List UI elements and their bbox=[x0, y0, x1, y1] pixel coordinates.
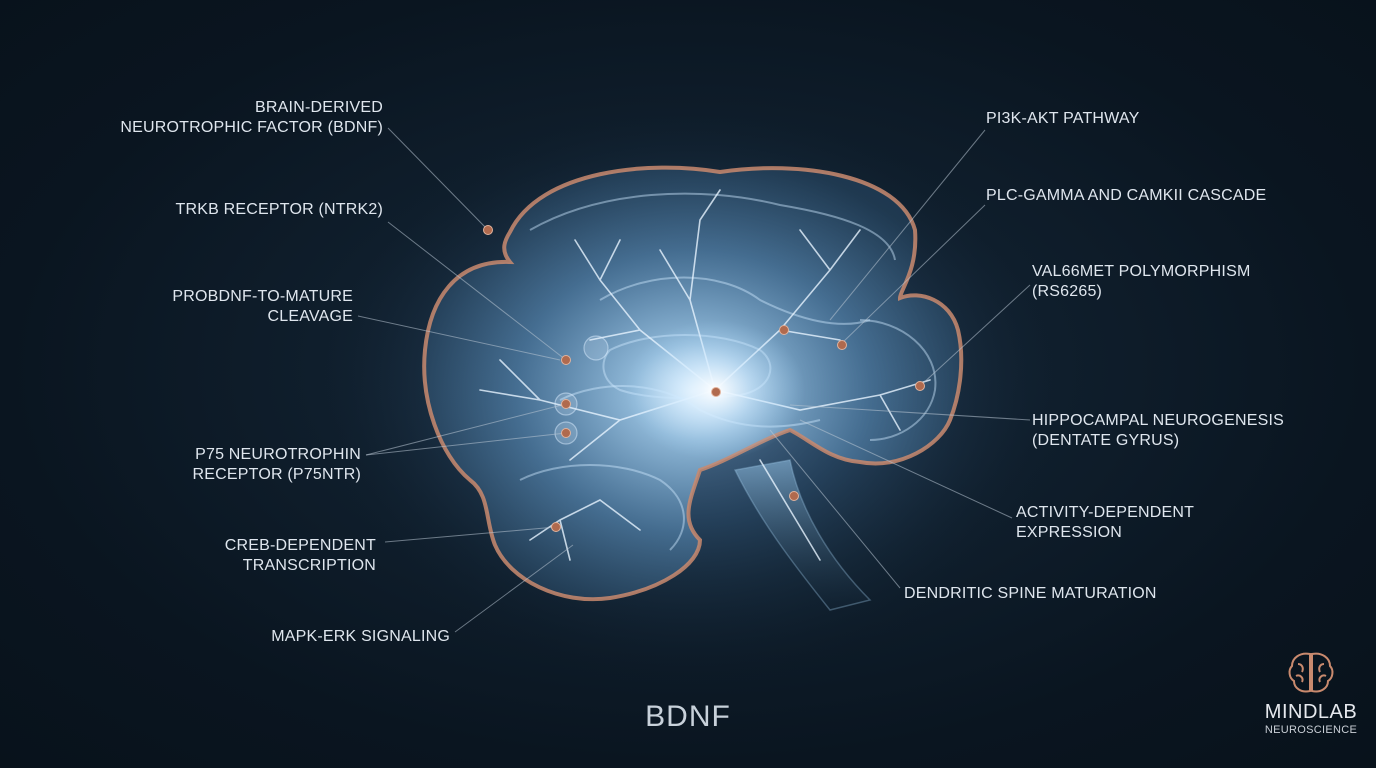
marker-dot bbox=[561, 399, 571, 409]
label-activity-dependent: ACTIVITY-DEPENDENT EXPRESSION bbox=[1016, 503, 1194, 543]
pointer-line bbox=[799, 419, 1013, 519]
label-hippocampal-neurogenesis: HIPPOCAMPAL NEUROGENESIS (DENTATE GYRUS) bbox=[1032, 411, 1284, 451]
label-p75-receptor: P75 NEUROTROPHIN RECEPTOR (P75NTR) bbox=[193, 445, 361, 485]
mindlab-logo: MINDLAB NEUROSCIENCE bbox=[1256, 650, 1366, 750]
parietal-lobe-contour bbox=[599, 276, 871, 325]
neuron-branch bbox=[574, 239, 716, 391]
pointer-line bbox=[839, 204, 986, 346]
label-probdnf-cleavage: PROBDNF-TO-MATURE CLEAVAGE bbox=[172, 287, 353, 327]
occipital-lobe-contour bbox=[859, 319, 937, 441]
marker-dot bbox=[561, 355, 571, 365]
label-line: BRAIN-DERIVED bbox=[255, 99, 383, 116]
neuron-branch bbox=[479, 359, 716, 461]
label-line: ACTIVITY-DEPENDENT bbox=[1016, 504, 1195, 521]
marker-dot bbox=[789, 491, 799, 501]
label-val66met: VAL66MET POLYMORPHISM (RS6265) bbox=[1032, 262, 1250, 302]
logo-subtitle: NEUROSCIENCE bbox=[1264, 724, 1358, 736]
label-line: PI3K-AKT PATHWAY bbox=[986, 110, 1140, 127]
pointer-line bbox=[829, 129, 986, 321]
pointer-line bbox=[454, 544, 574, 633]
marker-dot bbox=[711, 387, 721, 397]
label-line: CLEAVAGE bbox=[267, 308, 353, 325]
label-creb-transcription: CREB-DEPENDENT TRANSCRIPTION bbox=[225, 536, 376, 576]
pointer-line bbox=[387, 221, 567, 361]
label-line: MAPK-ERK SIGNALING bbox=[271, 628, 450, 645]
nucleus-sphere bbox=[583, 335, 609, 361]
pointer-line bbox=[789, 404, 1031, 421]
label-line: PROBDNF-TO-MATURE bbox=[172, 288, 353, 305]
label-line: P75 NEUROTROPHIN bbox=[195, 446, 361, 463]
label-line: (RS6265) bbox=[1032, 283, 1103, 300]
label-line: DENDRITIC SPINE MATURATION bbox=[904, 585, 1157, 602]
marker-dot bbox=[779, 325, 789, 335]
label-plc-camkii: PLC-GAMMA AND CAMKII CASCADE bbox=[986, 186, 1266, 206]
label-dendritic-spine: DENDRITIC SPINE MATURATION bbox=[904, 584, 1157, 604]
label-line: (DENTATE GYRUS) bbox=[1032, 432, 1180, 449]
pointer-line bbox=[365, 432, 567, 456]
label-line: VAL66MET POLYMORPHISM bbox=[1032, 263, 1251, 280]
logo-brand: MINDLAB bbox=[1264, 701, 1358, 723]
label-bdnf: BRAIN-DERIVED NEUROTROPHIC FACTOR (BDNF) bbox=[120, 98, 383, 138]
label-line: TRANSCRIPTION bbox=[242, 557, 376, 574]
pointer-line bbox=[769, 429, 901, 589]
marker-dot bbox=[561, 428, 571, 438]
label-line: CREB-DEPENDENT bbox=[224, 537, 376, 554]
label-line: EXPRESSION bbox=[1016, 524, 1123, 541]
label-trkb-receptor: TRKB RECEPTOR (NTRK2) bbox=[176, 200, 383, 220]
label-line: HIPPOCAMPAL NEUROGENESIS bbox=[1032, 412, 1284, 429]
brain-icon bbox=[1288, 652, 1334, 693]
pointer-line bbox=[357, 315, 561, 361]
marker-dot bbox=[483, 225, 493, 235]
pointer-line bbox=[365, 403, 567, 456]
label-mapk-erk: MAPK-ERK SIGNALING bbox=[271, 627, 450, 647]
neuron-branch bbox=[529, 499, 641, 561]
label-line: TRKB RECEPTOR (NTRK2) bbox=[175, 201, 383, 218]
diagram-title: BDNF bbox=[645, 700, 731, 733]
pointer-line bbox=[384, 526, 557, 543]
label-pi3k-akt: PI3K-AKT PATHWAY bbox=[986, 109, 1139, 129]
label-line: RECEPTOR (P75NTR) bbox=[192, 466, 361, 483]
marker-dot bbox=[915, 381, 925, 391]
label-line: PLC-GAMMA AND CAMKII CASCADE bbox=[986, 187, 1267, 204]
label-line: NEUROTROPHIC FACTOR (BDNF) bbox=[120, 119, 383, 136]
marker-dot bbox=[837, 340, 847, 350]
brain-stem bbox=[733, 459, 872, 611]
frontal-lobe-contour bbox=[529, 192, 896, 261]
cerebellum-contour bbox=[519, 464, 685, 551]
pointer-line bbox=[919, 284, 1031, 387]
marker-dot bbox=[551, 522, 561, 532]
neuron-branch bbox=[759, 459, 821, 561]
pointer-line bbox=[387, 127, 489, 231]
